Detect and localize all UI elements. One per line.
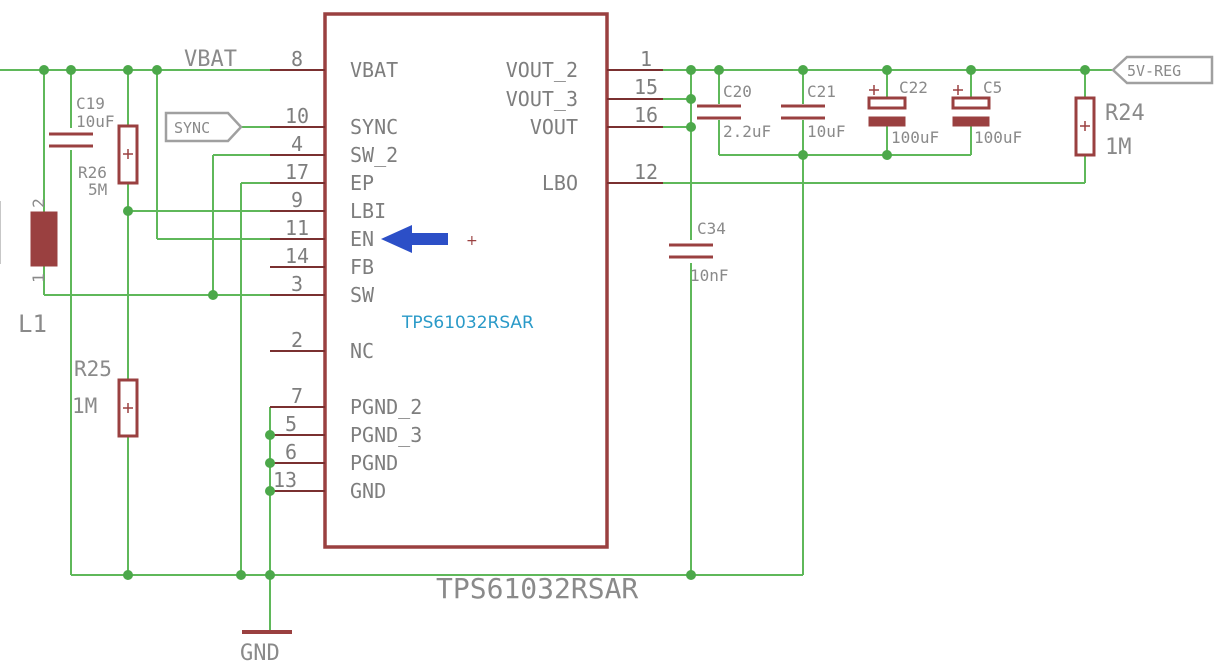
pin-name: VOUT (530, 115, 578, 139)
c34-ref-label: C34 (697, 219, 726, 238)
inductor-pin-label: 2 (29, 198, 48, 208)
pin-number: 6 (285, 440, 297, 464)
capacitor-c22[interactable]: C22 100uF (867, 78, 939, 147)
resistor-r25[interactable]: R25 1M (72, 357, 139, 438)
capacitor-c5[interactable]: C5 100uF (951, 78, 1022, 147)
pin-number: 13 (273, 468, 297, 492)
en-plus-mark: + (466, 233, 478, 249)
c21-ref-label: C21 (807, 82, 836, 101)
c19-value-label: 10uF (76, 112, 115, 131)
pin-number: 5 (285, 412, 297, 436)
pin-name: SW_2 (350, 143, 398, 167)
pin-name: SW (350, 283, 375, 307)
pin-name: LBO (542, 171, 578, 195)
chip-body (323, 12, 609, 549)
pin-name: NC (350, 339, 374, 363)
c22-value-label: 100uF (891, 128, 939, 147)
pin-number: 1 (640, 47, 652, 71)
gnd-label: GND (240, 641, 280, 666)
pin-number: 11 (285, 216, 309, 240)
pin-number: 8 (291, 47, 303, 71)
5v-reg-port-label: 5V-REG (1127, 62, 1181, 80)
c21-value-label: 10uF (807, 122, 846, 141)
chip-left-pin-lines (270, 69, 325, 492)
pin-name: PGND_3 (350, 423, 422, 447)
pin-name: PGND_2 (350, 395, 422, 419)
pin-number: 3 (291, 272, 303, 296)
c34-value-label: 10nF (690, 266, 729, 285)
c5-ref-label: C5 (983, 78, 1002, 97)
r25-value-label: 1M (72, 394, 97, 418)
wires (0, 69, 1113, 632)
net-label-vbat: VBAT (184, 47, 237, 72)
inductor-body (30, 211, 58, 267)
5v-reg-port[interactable]: 5V-REG (1111, 55, 1214, 85)
gnd-symbol: GND (240, 630, 292, 666)
r26-value-label: 5M (88, 180, 107, 199)
pin-name: GND (350, 479, 386, 503)
pin-number: 14 (285, 244, 309, 268)
pin-name: PGND (350, 451, 398, 475)
r25-ref-label: R25 (74, 357, 112, 381)
pin-name: SYNC (350, 115, 398, 139)
capacitor-c20[interactable]: C20 2.2uF (697, 82, 771, 141)
inductor-pin-label: 1 (29, 273, 48, 283)
junction-dots (39, 65, 1090, 580)
pin-name: VOUT_3 (506, 87, 578, 111)
inductor-ref-label: L1 (18, 310, 47, 338)
chip-right-pin-lines (607, 69, 663, 184)
inductor-l1[interactable]: 2 1 L1 (0, 198, 58, 338)
capacitor-c34[interactable]: C34 10nF (669, 219, 729, 285)
pin-name: FB (350, 255, 374, 279)
c20-ref-label: C20 (723, 82, 752, 101)
en-pointer-arrow (381, 225, 448, 253)
pin-number: 9 (291, 188, 303, 212)
c19-ref-label: C19 (76, 94, 105, 113)
capacitor-c19[interactable]: C19 10uF (49, 94, 115, 148)
resistor-r24[interactable]: R24 1M (1074, 96, 1145, 160)
r26-ref-label: R26 (78, 163, 107, 182)
c5-value-label: 100uF (974, 128, 1022, 147)
chip-footer-label: TPS61032RSAR (436, 572, 638, 605)
pin-name: EP (350, 171, 374, 195)
capacitor-c21[interactable]: C21 10uF (781, 82, 846, 141)
pin-name: VBAT (350, 58, 398, 82)
r24-value-label: 1M (1105, 135, 1132, 160)
pin-number: 12 (634, 160, 658, 184)
chip-tps61032rsar[interactable]: 8 10 4 17 9 11 14 3 2 7 5 6 13 VBAT SYNC… (270, 12, 663, 549)
c22-ref-label: C22 (899, 78, 928, 97)
pin-number: 16 (634, 103, 658, 127)
sync-port[interactable]: SYNC (164, 111, 243, 143)
sync-port-label: SYNC (174, 119, 210, 137)
pin-number: 7 (291, 384, 303, 408)
pin-number: 4 (291, 132, 303, 156)
pin-name: VOUT_2 (506, 58, 578, 82)
c20-value-label: 2.2uF (723, 122, 771, 141)
r24-ref-label: R24 (1105, 101, 1145, 126)
pin-number: 15 (634, 75, 658, 99)
pin-number: 17 (285, 160, 309, 184)
pin-number: 10 (285, 104, 309, 128)
chip-name-label: TPS61032RSAR (401, 313, 534, 333)
resistor-r26[interactable]: R26 5M (78, 124, 139, 199)
pin-number: 2 (291, 328, 303, 352)
pin-name: LBI (350, 199, 386, 223)
pin-name: EN (350, 227, 374, 251)
